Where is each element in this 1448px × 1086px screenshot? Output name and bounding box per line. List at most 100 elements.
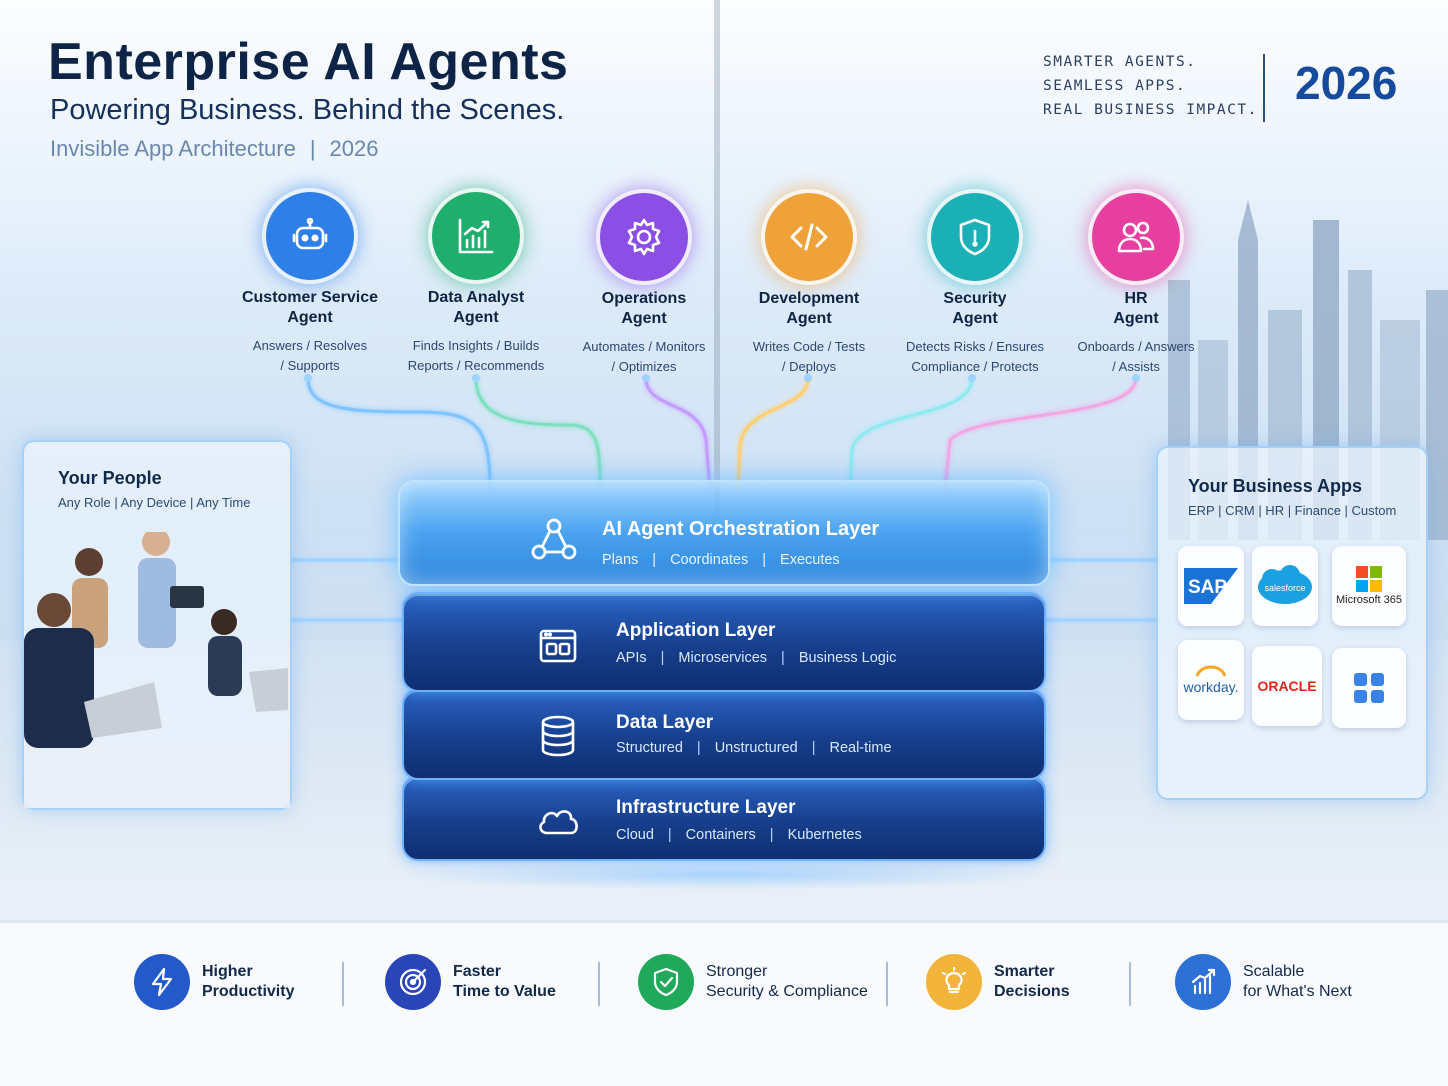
benefit-divider: [886, 962, 888, 1006]
benefit-line: Decisions: [994, 983, 1070, 1000]
benefit-line: Security & Compliance: [706, 983, 868, 1000]
salesforce-logo-text: salesforce: [1264, 583, 1305, 593]
people-icon: [1092, 193, 1180, 281]
robot-icon: [266, 192, 354, 280]
layer-item: Plans: [602, 552, 639, 568]
agent-desc-line: Writes Code / Tests: [752, 339, 866, 354]
layer-item: Microservices: [678, 650, 768, 666]
oracle-logo: ORACLE: [1257, 678, 1316, 694]
app-microsoft-365[interactable]: Microsoft 365: [1332, 546, 1406, 626]
infrastructure-layer[interactable]: Infrastructure Layer Cloud|Containers|Ku…: [402, 775, 1046, 861]
app-sap[interactable]: SAP: [1178, 546, 1244, 626]
people-panel-title: Your People: [58, 468, 162, 488]
shield-icon: [931, 193, 1019, 281]
benefit-line: Faster: [453, 963, 502, 980]
benefit-line: Productivity: [202, 983, 295, 1000]
agent-desc-line: Detects Risks / Ensures: [906, 339, 1044, 354]
agent-name-line: Agent: [786, 310, 832, 327]
orchestration-layer-title: AI Agent Orchestration Layer: [602, 518, 880, 540]
slogan-divider: [1263, 54, 1265, 122]
chart-up-icon: [432, 192, 520, 280]
sap-logo-text: SAP: [1188, 577, 1227, 598]
layer-item: Cloud: [616, 827, 654, 843]
target-icon: [385, 954, 441, 1010]
code-icon: [765, 193, 853, 281]
apps-panel-subtitle: ERP | CRM | HR | Finance | Custom: [1188, 503, 1397, 518]
agent-name-line: Agent: [453, 309, 499, 326]
layer-item: Executes: [780, 552, 840, 568]
agent-name-line: Customer Service: [241, 289, 379, 306]
agent-desc-line: Finds Insights / Builds: [412, 338, 540, 353]
benefit-line: Smarter: [994, 963, 1055, 980]
agent-description: Answers / Resolves / Supports: [225, 336, 395, 376]
orchestration-layer-items: Plans|Coordinates|Executes: [602, 552, 840, 568]
app-salesforce[interactable]: salesforce: [1252, 546, 1318, 626]
benefit-divider: [1129, 962, 1131, 1006]
tagline-year: 2026: [329, 136, 379, 161]
salesforce-logo: salesforce: [1258, 565, 1312, 604]
layer-item: Containers: [685, 827, 756, 843]
infrastructure-layer-items: Cloud|Containers|Kubernetes: [616, 827, 862, 843]
orchestration-layer[interactable]: AI Agent Orchestration Layer Plans|Coord…: [398, 480, 1050, 586]
agent-desc-line: / Supports: [280, 358, 340, 373]
app-label: Microsoft 365: [1335, 594, 1403, 606]
benefit-divider: [342, 962, 344, 1006]
layer-item: Coordinates: [670, 552, 749, 568]
layer-item: Real-time: [829, 740, 892, 756]
benefit-line: Stronger: [706, 963, 768, 980]
application-layer[interactable]: Application Layer APIs|Microservices|Bus…: [402, 592, 1046, 692]
data-layer-title: Data Layer: [616, 712, 714, 733]
app-workday[interactable]: workday.: [1178, 640, 1244, 720]
shield-check-icon: [638, 954, 694, 1010]
agent-desc-line: Reports / Recommends: [407, 358, 545, 373]
workday-logo-text: workday.: [1183, 679, 1239, 695]
benefit-line: Scalable: [1243, 963, 1305, 980]
workday-logo: workday.: [1183, 665, 1239, 695]
benefit-line: Higher: [202, 963, 253, 980]
agent-desc-line: / Deploys: [781, 359, 837, 374]
layer-item: APIs: [616, 650, 647, 666]
app-custom[interactable]: [1332, 648, 1406, 728]
infrastructure-layer-title: Infrastructure Layer: [616, 797, 796, 818]
database-icon: [541, 715, 575, 757]
slogan-line: REAL BUSINESS IMPACT.: [1043, 102, 1258, 118]
slogan-line: SEAMLESS APPS.: [1043, 78, 1187, 94]
growth-chart-icon: [1175, 954, 1231, 1010]
agent-description: Automates / Monitors/ Optimizes: [559, 337, 729, 377]
page-title: Enterprise AI Agents: [48, 33, 569, 91]
agent-desc-line: / Optimizes: [611, 359, 677, 374]
agent-name-line: Agent: [952, 310, 998, 327]
cloud-icon: [539, 810, 578, 835]
people-panel-subtitle: Any Role | Any Device | Any Time: [58, 495, 251, 510]
oracle-logo-text: ORACLE: [1257, 678, 1316, 694]
lightbulb-icon: [926, 954, 982, 1010]
app-oracle[interactable]: ORACLE: [1252, 646, 1322, 726]
year-badge: 2026: [1295, 57, 1398, 109]
data-layer[interactable]: Data Layer Structured|Unstructured|Real-…: [402, 688, 1046, 780]
microsoft-logo: [1356, 566, 1382, 592]
agent-desc-line: Answers / Resolves: [252, 338, 368, 353]
agent-desc-line: / Assists: [1112, 359, 1160, 374]
people-panel: Your People Any Role | Any Device | Any …: [22, 440, 292, 810]
agent-desc-line: Onboards / Answers: [1077, 339, 1195, 354]
agent-name-line: Development: [758, 290, 860, 307]
data-layer-items: Structured|Unstructured|Real-time: [616, 740, 892, 756]
apps-panel-title: Your Business Apps: [1188, 476, 1363, 496]
agent-name-line: HR: [1124, 290, 1148, 307]
page-subtitle: Powering Business. Behind the Scenes.: [50, 94, 565, 126]
